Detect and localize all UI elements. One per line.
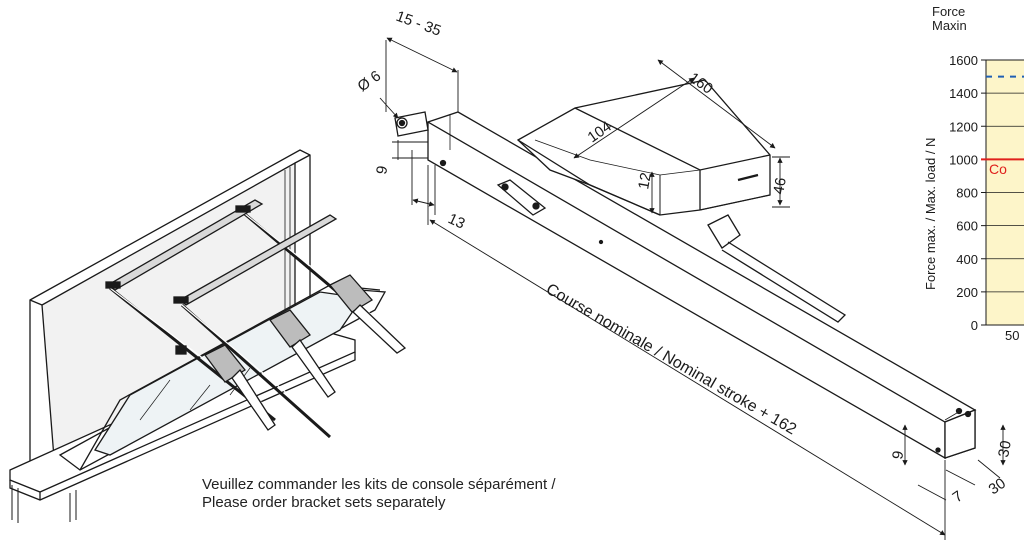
chart-title-line1: Force bbox=[932, 4, 966, 19]
chart-x-tick-50: 50 bbox=[1005, 328, 1019, 343]
bracket-note: Veuillez commander les kits de console s… bbox=[202, 476, 556, 512]
dim-9-bottom: 9 bbox=[889, 450, 907, 461]
chart-y-tick-label-1600: 1600 bbox=[949, 53, 978, 68]
chart-y-tick-label-1200: 1200 bbox=[949, 119, 978, 134]
dim-30-height: 30 bbox=[995, 439, 1015, 458]
dim-stroke-range: 15 - 35 bbox=[394, 8, 444, 40]
dim-13: 13 bbox=[445, 210, 467, 232]
chart-y-tick-label-1400: 1400 bbox=[949, 86, 978, 101]
chart-y-ticks: 1600 1400 1200 1000 800 600 400 200 0 bbox=[949, 53, 986, 333]
actuator-drawing bbox=[394, 79, 977, 460]
chart-y-tick-label-800: 800 bbox=[956, 186, 978, 201]
dimension-lines bbox=[379, 37, 1006, 540]
dim-pin-diameter: Ø 6 bbox=[355, 67, 385, 95]
note-line-2: Please order bracket sets separately bbox=[202, 494, 446, 511]
chart-y-tick-label-0: 0 bbox=[971, 318, 978, 333]
dim-12: 12 bbox=[635, 171, 655, 190]
force-chart: 1600 1400 1200 1000 800 600 400 200 0 Force max.… bbox=[923, 53, 1024, 343]
dim-30-depth: 30 bbox=[986, 475, 1009, 498]
chart-series bbox=[981, 75, 1024, 161]
window-illustration bbox=[9, 149, 407, 523]
note-line-1: Veuillez commander les kits de console s… bbox=[202, 476, 556, 493]
chart-y-tick-label-200: 200 bbox=[956, 285, 978, 300]
dim-9-top: 9 bbox=[373, 165, 391, 176]
chart-y-axis-label: Force max. / Max. load / N bbox=[923, 138, 938, 290]
chart-series-label-co: Co bbox=[989, 161, 1007, 177]
chart-y-tick-label-600: 600 bbox=[956, 219, 978, 234]
chart-y-tick-label-400: 400 bbox=[956, 252, 978, 267]
dim-46: 46 bbox=[770, 176, 790, 195]
dim-7: 7 bbox=[950, 488, 967, 507]
chart-title: Force Maxin bbox=[932, 5, 967, 33]
chart-title-line2: Maxin bbox=[932, 18, 967, 33]
chart-y-tick-label-1000: 1000 bbox=[949, 152, 978, 167]
